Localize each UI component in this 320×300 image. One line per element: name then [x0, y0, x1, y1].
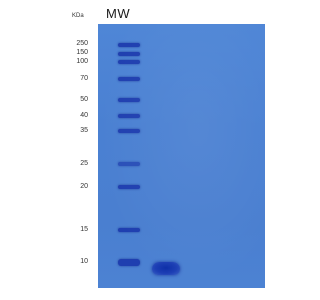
marker-label-150: 150 — [76, 49, 88, 56]
ladder-band-50 — [118, 98, 140, 102]
ladder-band-10 — [118, 259, 140, 266]
marker-label-100: 100 — [76, 58, 88, 65]
ladder-band-35 — [118, 129, 140, 133]
marker-label-10: 10 — [80, 258, 88, 265]
marker-label-15: 15 — [80, 226, 88, 233]
marker-label-25: 25 — [80, 160, 88, 167]
sample-protein-band — [152, 262, 180, 275]
marker-label-70: 70 — [80, 75, 88, 82]
gel-lanes — [98, 24, 265, 288]
unit-label: KDa — [72, 13, 84, 19]
ladder-band-150 — [118, 52, 140, 56]
ladder-band-250 — [118, 43, 140, 47]
gel-image-frame: KDa MW 250 150 100 70 50 40 35 25 20 15 … — [72, 6, 265, 288]
lane-label-mw: MW — [106, 6, 131, 21]
marker-label-40: 40 — [80, 112, 88, 119]
ladder-band-15 — [118, 228, 140, 232]
marker-label-35: 35 — [80, 127, 88, 134]
ladder-band-100 — [118, 60, 140, 64]
ladder-band-20 — [118, 185, 140, 189]
ladder-band-25 — [118, 162, 140, 166]
marker-label-20: 20 — [80, 183, 88, 190]
marker-label-50: 50 — [80, 96, 88, 103]
ladder-band-70 — [118, 77, 140, 81]
ladder-band-40 — [118, 114, 140, 118]
marker-label-250: 250 — [76, 40, 88, 47]
